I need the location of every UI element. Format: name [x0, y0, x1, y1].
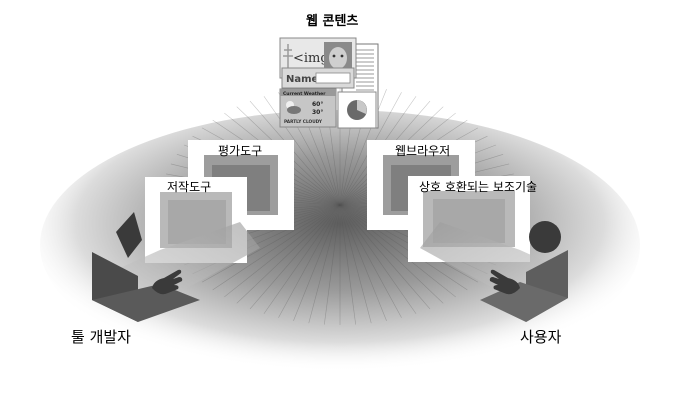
tool-developer-label: 툴 개발자	[71, 330, 131, 345]
cloud-icon	[287, 106, 301, 114]
img-tag-text: <img	[293, 51, 329, 66]
web-browser-label: 웹브라우저	[395, 145, 450, 157]
user-label: 사용자	[520, 330, 561, 345]
weather-temp-low: 30°	[312, 109, 323, 116]
assistive-tech-label: 상호 호환되는 보조기술	[419, 181, 537, 193]
child-face	[329, 47, 347, 69]
authoring-tools-label: 저작도구	[167, 181, 211, 193]
weather-status: PARTLY CLOUDY	[284, 119, 323, 125]
evaluation-tools-label: 평가도구	[218, 145, 262, 157]
weather-heading: Current Weather	[283, 91, 326, 97]
web-content-title: 웹 콘텐츠	[306, 15, 358, 28]
name-field-input	[316, 73, 350, 83]
web-content-thumbnail: <img Name: Current Weather 60° 30° PARTL…	[280, 38, 378, 128]
weather-temp-high: 60°	[312, 101, 323, 108]
user-head	[529, 221, 561, 253]
